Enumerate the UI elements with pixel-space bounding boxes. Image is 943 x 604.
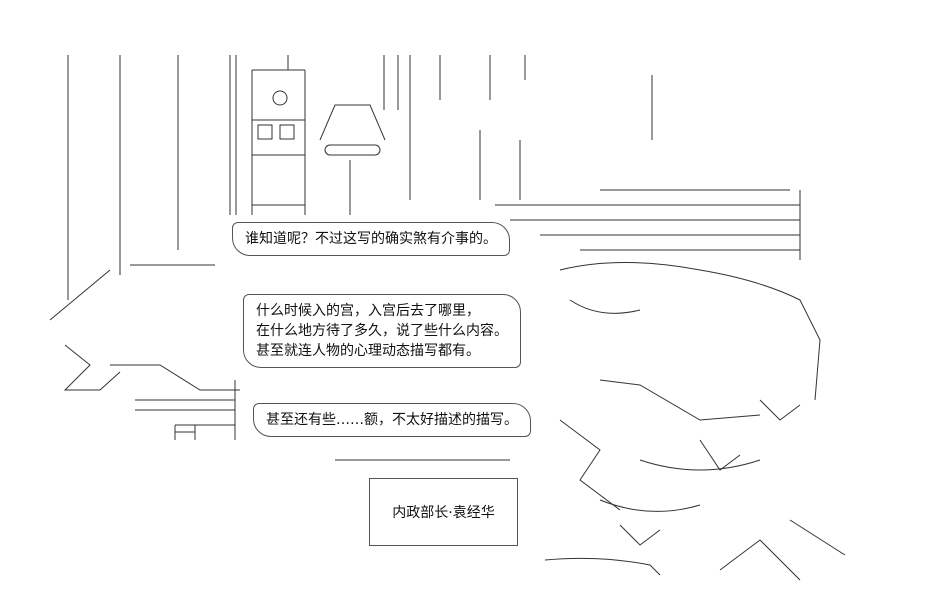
desk bbox=[49, 264, 510, 461]
bubble-line: 谁知道呢？不过这写的确实煞有介事的。 bbox=[245, 231, 497, 247]
bubble-line: 什么时候入的宫，入宫后去了哪里， bbox=[256, 303, 480, 319]
building-columns bbox=[67, 55, 653, 300]
speech-bubble-3: 甚至还有些……额，不太好描述的描写。 bbox=[253, 403, 531, 437]
speech-bubble-1: 谁知道呢？不过这写的确实煞有介事的。 bbox=[232, 222, 510, 256]
bubble-line: 在什么地方待了多久，说了些什么内容。 bbox=[256, 323, 508, 339]
figure bbox=[544, 262, 846, 581]
bubble-line: 甚至还有些……额，不太好描述的描写。 bbox=[266, 412, 518, 428]
bubble-line: 甚至就连人物的心理动态描写都有。 bbox=[256, 343, 480, 359]
nameplate-label: 内政部长·袁经华 bbox=[392, 505, 495, 521]
shelf-lines bbox=[495, 189, 801, 260]
speech-bubble-2: 什么时候入的宫，入宫后去了哪里， 在什么地方待了多久，说了些什么内容。 甚至就连… bbox=[243, 294, 521, 368]
character-nameplate: 内政部长·袁经华 bbox=[369, 478, 518, 546]
ornament bbox=[257, 90, 386, 156]
